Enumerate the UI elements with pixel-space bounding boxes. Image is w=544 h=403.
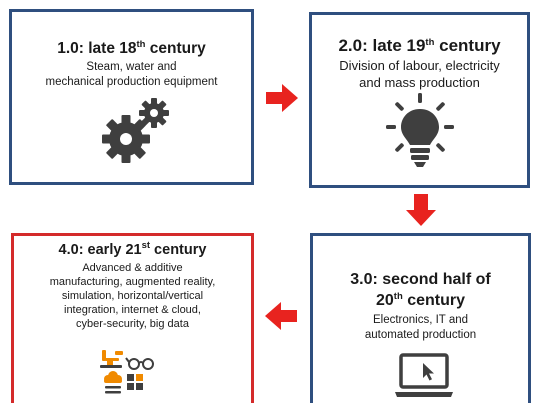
cloud-icon bbox=[104, 371, 122, 383]
stage-1-title: 1.0: late 18th century bbox=[57, 39, 206, 57]
stage-1-description: Steam, water and mechanical production e… bbox=[45, 61, 218, 88]
arrow-left-icon bbox=[265, 302, 297, 330]
stage-4-box: 4.0: early 21st century Advanced & addit… bbox=[11, 233, 254, 403]
arrow-right-icon bbox=[266, 84, 298, 112]
ar-glasses-icon bbox=[125, 357, 154, 370]
arrow-down-icon bbox=[406, 194, 436, 226]
industry-4-icons bbox=[100, 350, 154, 394]
big-data-icon bbox=[127, 374, 143, 390]
robot-arm-icon bbox=[102, 350, 123, 365]
gears-icon bbox=[102, 98, 169, 163]
stage-1-box: 1.0: late 18th century Steam, water and … bbox=[9, 9, 254, 185]
stage-2-description: Division of labour, electricity and mass… bbox=[339, 58, 500, 90]
stage-2-title: 2.0: late 19th century bbox=[338, 36, 501, 55]
stage-4-description: Advanced & additive manufacturing, augme… bbox=[49, 262, 216, 330]
laptop-cursor-icon bbox=[395, 353, 453, 397]
stage-2-box: 2.0: late 19th century Division of labou… bbox=[309, 12, 530, 188]
stage-3-title: 3.0: second half of 20th century bbox=[350, 271, 491, 309]
stage-4-title: 4.0: early 21st century bbox=[58, 240, 207, 258]
stage-3-box: 3.0: second half of 20th century Electro… bbox=[310, 233, 531, 403]
stage-3-description: Electronics, IT and automated production bbox=[364, 314, 477, 341]
lightbulb-icon bbox=[386, 93, 454, 167]
